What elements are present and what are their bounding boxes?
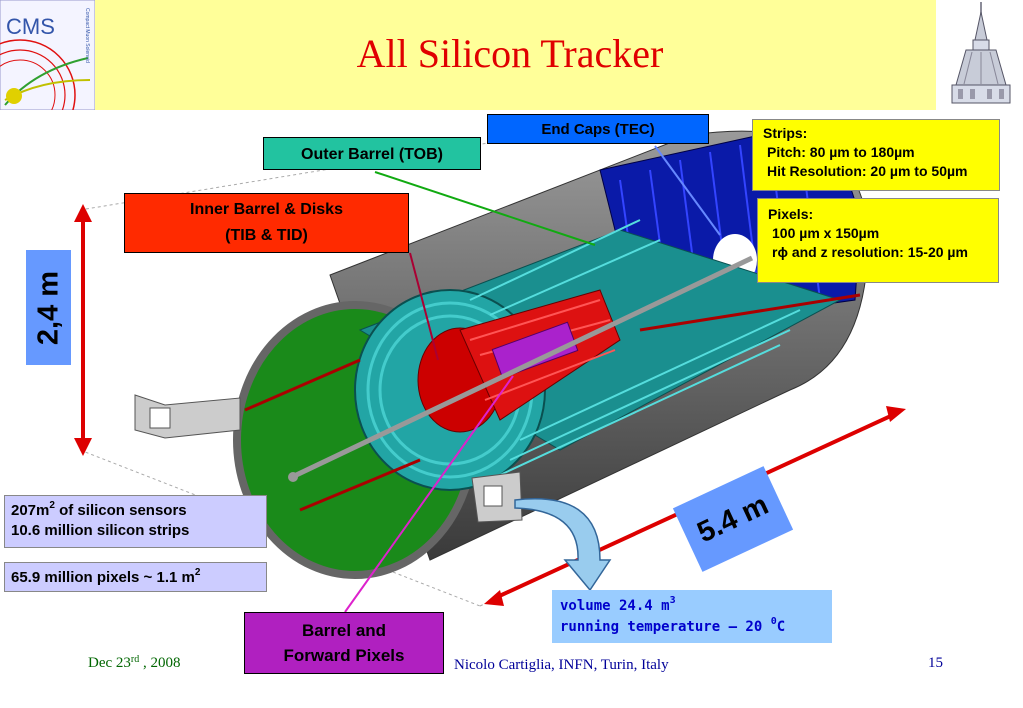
- pixels-label-line1: Barrel and: [301, 621, 387, 640]
- pixels-resolution: rϕ and z resolution: 15-20 µm: [772, 244, 968, 260]
- height-dimension-text: 2,4 m: [32, 270, 64, 345]
- height-arrow: [74, 204, 92, 456]
- pixel-count-sup: 2: [194, 567, 201, 578]
- volume-sup: 3: [669, 595, 676, 606]
- page-number: 15: [928, 655, 943, 671]
- temperature-unit: C: [776, 619, 786, 635]
- sensors-area-rest: of silicon sensors: [54, 502, 187, 519]
- pixels-label-line2: Forward Pixels: [283, 646, 405, 665]
- sensors-info-box: 207m2 of silicon sensors 10.6 million si…: [4, 495, 267, 548]
- temperature-value: running temperature – 20: [560, 619, 771, 635]
- strips-pitch: Pitch: 80 µm to 180µm: [767, 144, 915, 160]
- support-bracket-right: [471, 471, 523, 523]
- sensors-area-sup: 2: [49, 500, 55, 511]
- footer-date: Dec 23rd , 2008: [88, 655, 181, 672]
- pixels-label: Barrel and Forward Pixels: [244, 612, 444, 674]
- height-dimension-label: 2,4 m: [26, 250, 71, 365]
- sensors-area-value: 207m: [11, 502, 50, 519]
- strips-resolution: Hit Resolution: 20 µm to 50µm: [767, 163, 968, 179]
- outer-barrel-label: Outer Barrel (TOB): [263, 137, 481, 170]
- end-caps-label: End Caps (TEC): [487, 114, 709, 144]
- cms-logo: CMS Compact Muon Solenoid: [0, 0, 95, 110]
- volume-value: volume 24.4 m: [560, 598, 670, 614]
- pointer-lines: [344, 145, 721, 613]
- slide-title: All Silicon Tracker: [356, 31, 664, 76]
- footer-date-sup: rd: [130, 654, 140, 665]
- support-bracket-left: [134, 394, 241, 439]
- shell-stripes: [244, 293, 861, 512]
- footer-date-suffix: , 2008: [139, 655, 181, 671]
- sensors-strips-count: 10.6 million silicon strips: [11, 522, 190, 539]
- footer-author: Nicolo Cartiglia, INFN, Turin, Italy: [454, 657, 669, 673]
- inner-barrel-label-line1: Inner Barrel & Disks: [190, 201, 343, 218]
- pixels-heading: Pixels:: [768, 206, 814, 222]
- cms-logo-text: CMS: [6, 14, 55, 39]
- footer-date-prefix: Dec 23: [88, 655, 131, 671]
- volume-line: volume 24.4 m3: [560, 596, 832, 617]
- strips-info-box: Strips: Pitch: 80 µm to 180µm Hit Resolu…: [752, 119, 1000, 191]
- temperature-sup: 0: [770, 616, 777, 627]
- inner-barrel-label: Inner Barrel & Disks (TIB & TID): [124, 193, 409, 253]
- sensors-area: 207m2 of silicon sensors: [11, 501, 266, 521]
- beam-pipe: [288, 255, 754, 481]
- volume-info-box: volume 24.4 m3 running temperature – 20 …: [552, 590, 832, 643]
- cms-logo-subtext: Compact Muon Solenoid: [84, 8, 90, 63]
- header-band: [0, 0, 936, 110]
- pixel-count-text: 65.9 million pixels ~ 1.1 m: [11, 569, 195, 586]
- pixel-count-box: 65.9 million pixels ~ 1.1 m2: [4, 562, 267, 592]
- pixels-info-box: Pixels: 100 µm x 150µm rϕ and z resoluti…: [757, 198, 999, 283]
- pixels-size: 100 µm x 150µm: [772, 225, 880, 241]
- strips-heading: Strips:: [763, 125, 808, 141]
- mole-antonelliana-logo: [951, 2, 1011, 104]
- temperature-line: running temperature – 20 0C: [560, 617, 832, 638]
- inner-barrel-label-line2: (TIB & TID): [225, 227, 308, 244]
- pixel-detector: [491, 321, 579, 379]
